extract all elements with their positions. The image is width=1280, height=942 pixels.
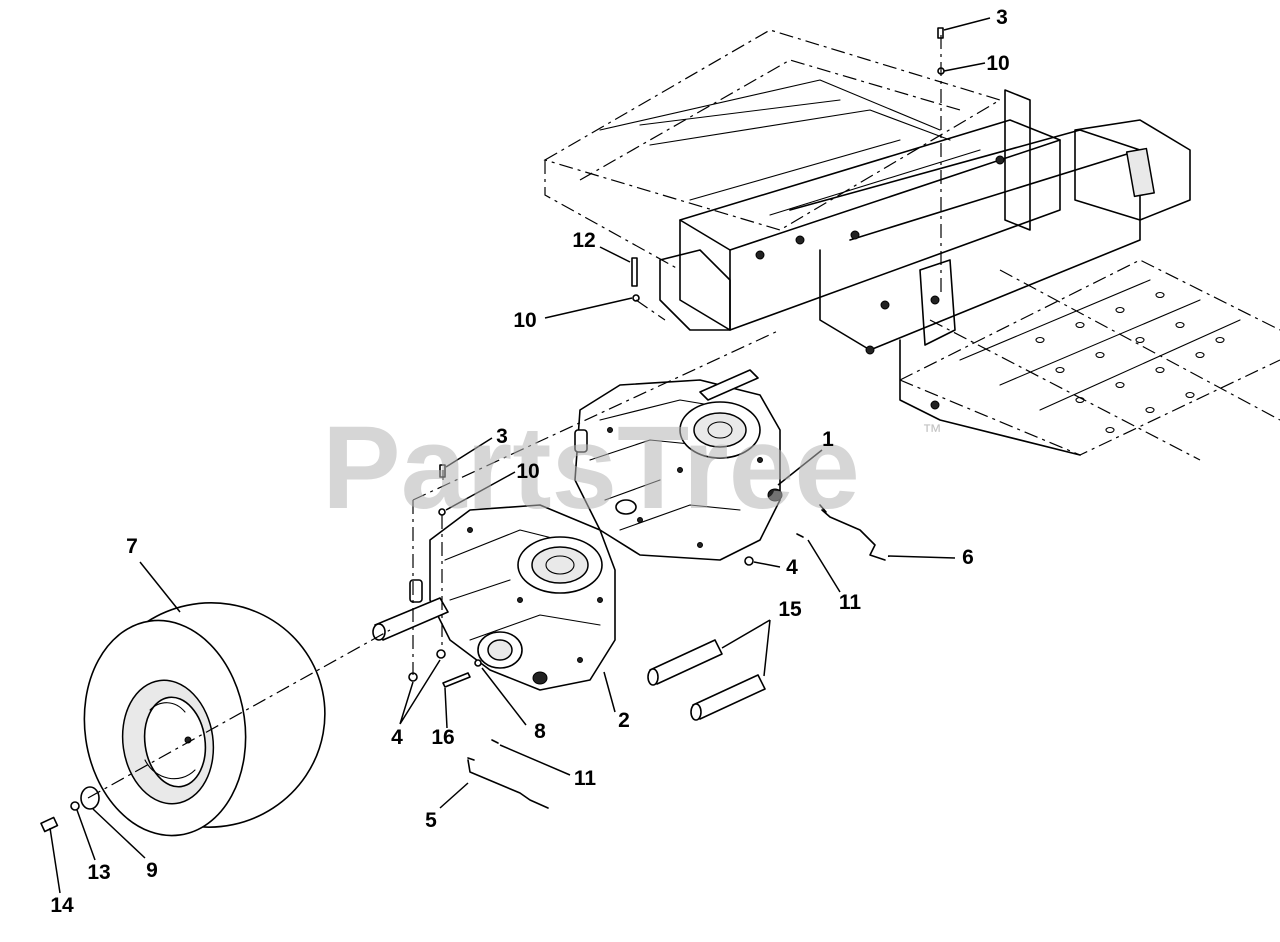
control-rods <box>467 504 886 809</box>
callout-c15: 15 <box>778 598 802 621</box>
callout-c8: 8 <box>534 720 546 743</box>
callout-c10b: 10 <box>513 309 536 332</box>
callout-c11b: 11 <box>574 767 597 790</box>
callout-c12: 12 <box>572 229 595 252</box>
callout-c6: 6 <box>962 546 974 569</box>
callout-c3b: 3 <box>496 425 508 448</box>
callout-c11a: 11 <box>839 591 862 614</box>
transmission-right <box>574 369 783 561</box>
callout-c9: 9 <box>146 859 158 882</box>
transmission-left <box>372 504 616 691</box>
callout-c10a: 10 <box>986 52 1009 75</box>
callout-c13: 13 <box>87 861 110 884</box>
chassis-frame <box>543 29 1280 461</box>
callout-c16: 16 <box>431 726 454 749</box>
assembly-lines <box>87 35 942 799</box>
callout-c7: 7 <box>126 535 138 558</box>
callout-c4a: 4 <box>786 556 798 579</box>
callout-c2: 2 <box>618 709 630 732</box>
hardware <box>40 27 945 833</box>
watermark-trademark: ™ <box>922 421 942 443</box>
callout-c3a: 3 <box>996 6 1008 29</box>
rear-wheel <box>83 602 326 837</box>
leader-lines <box>49 17 991 894</box>
watermark-text: PartsTree <box>322 402 860 534</box>
callout-c10c: 10 <box>516 460 539 483</box>
callout-c4b: 4 <box>391 726 403 749</box>
callout-c14: 14 <box>50 894 74 917</box>
callout-c1: 1 <box>822 428 834 451</box>
callout-c5: 5 <box>425 809 437 832</box>
